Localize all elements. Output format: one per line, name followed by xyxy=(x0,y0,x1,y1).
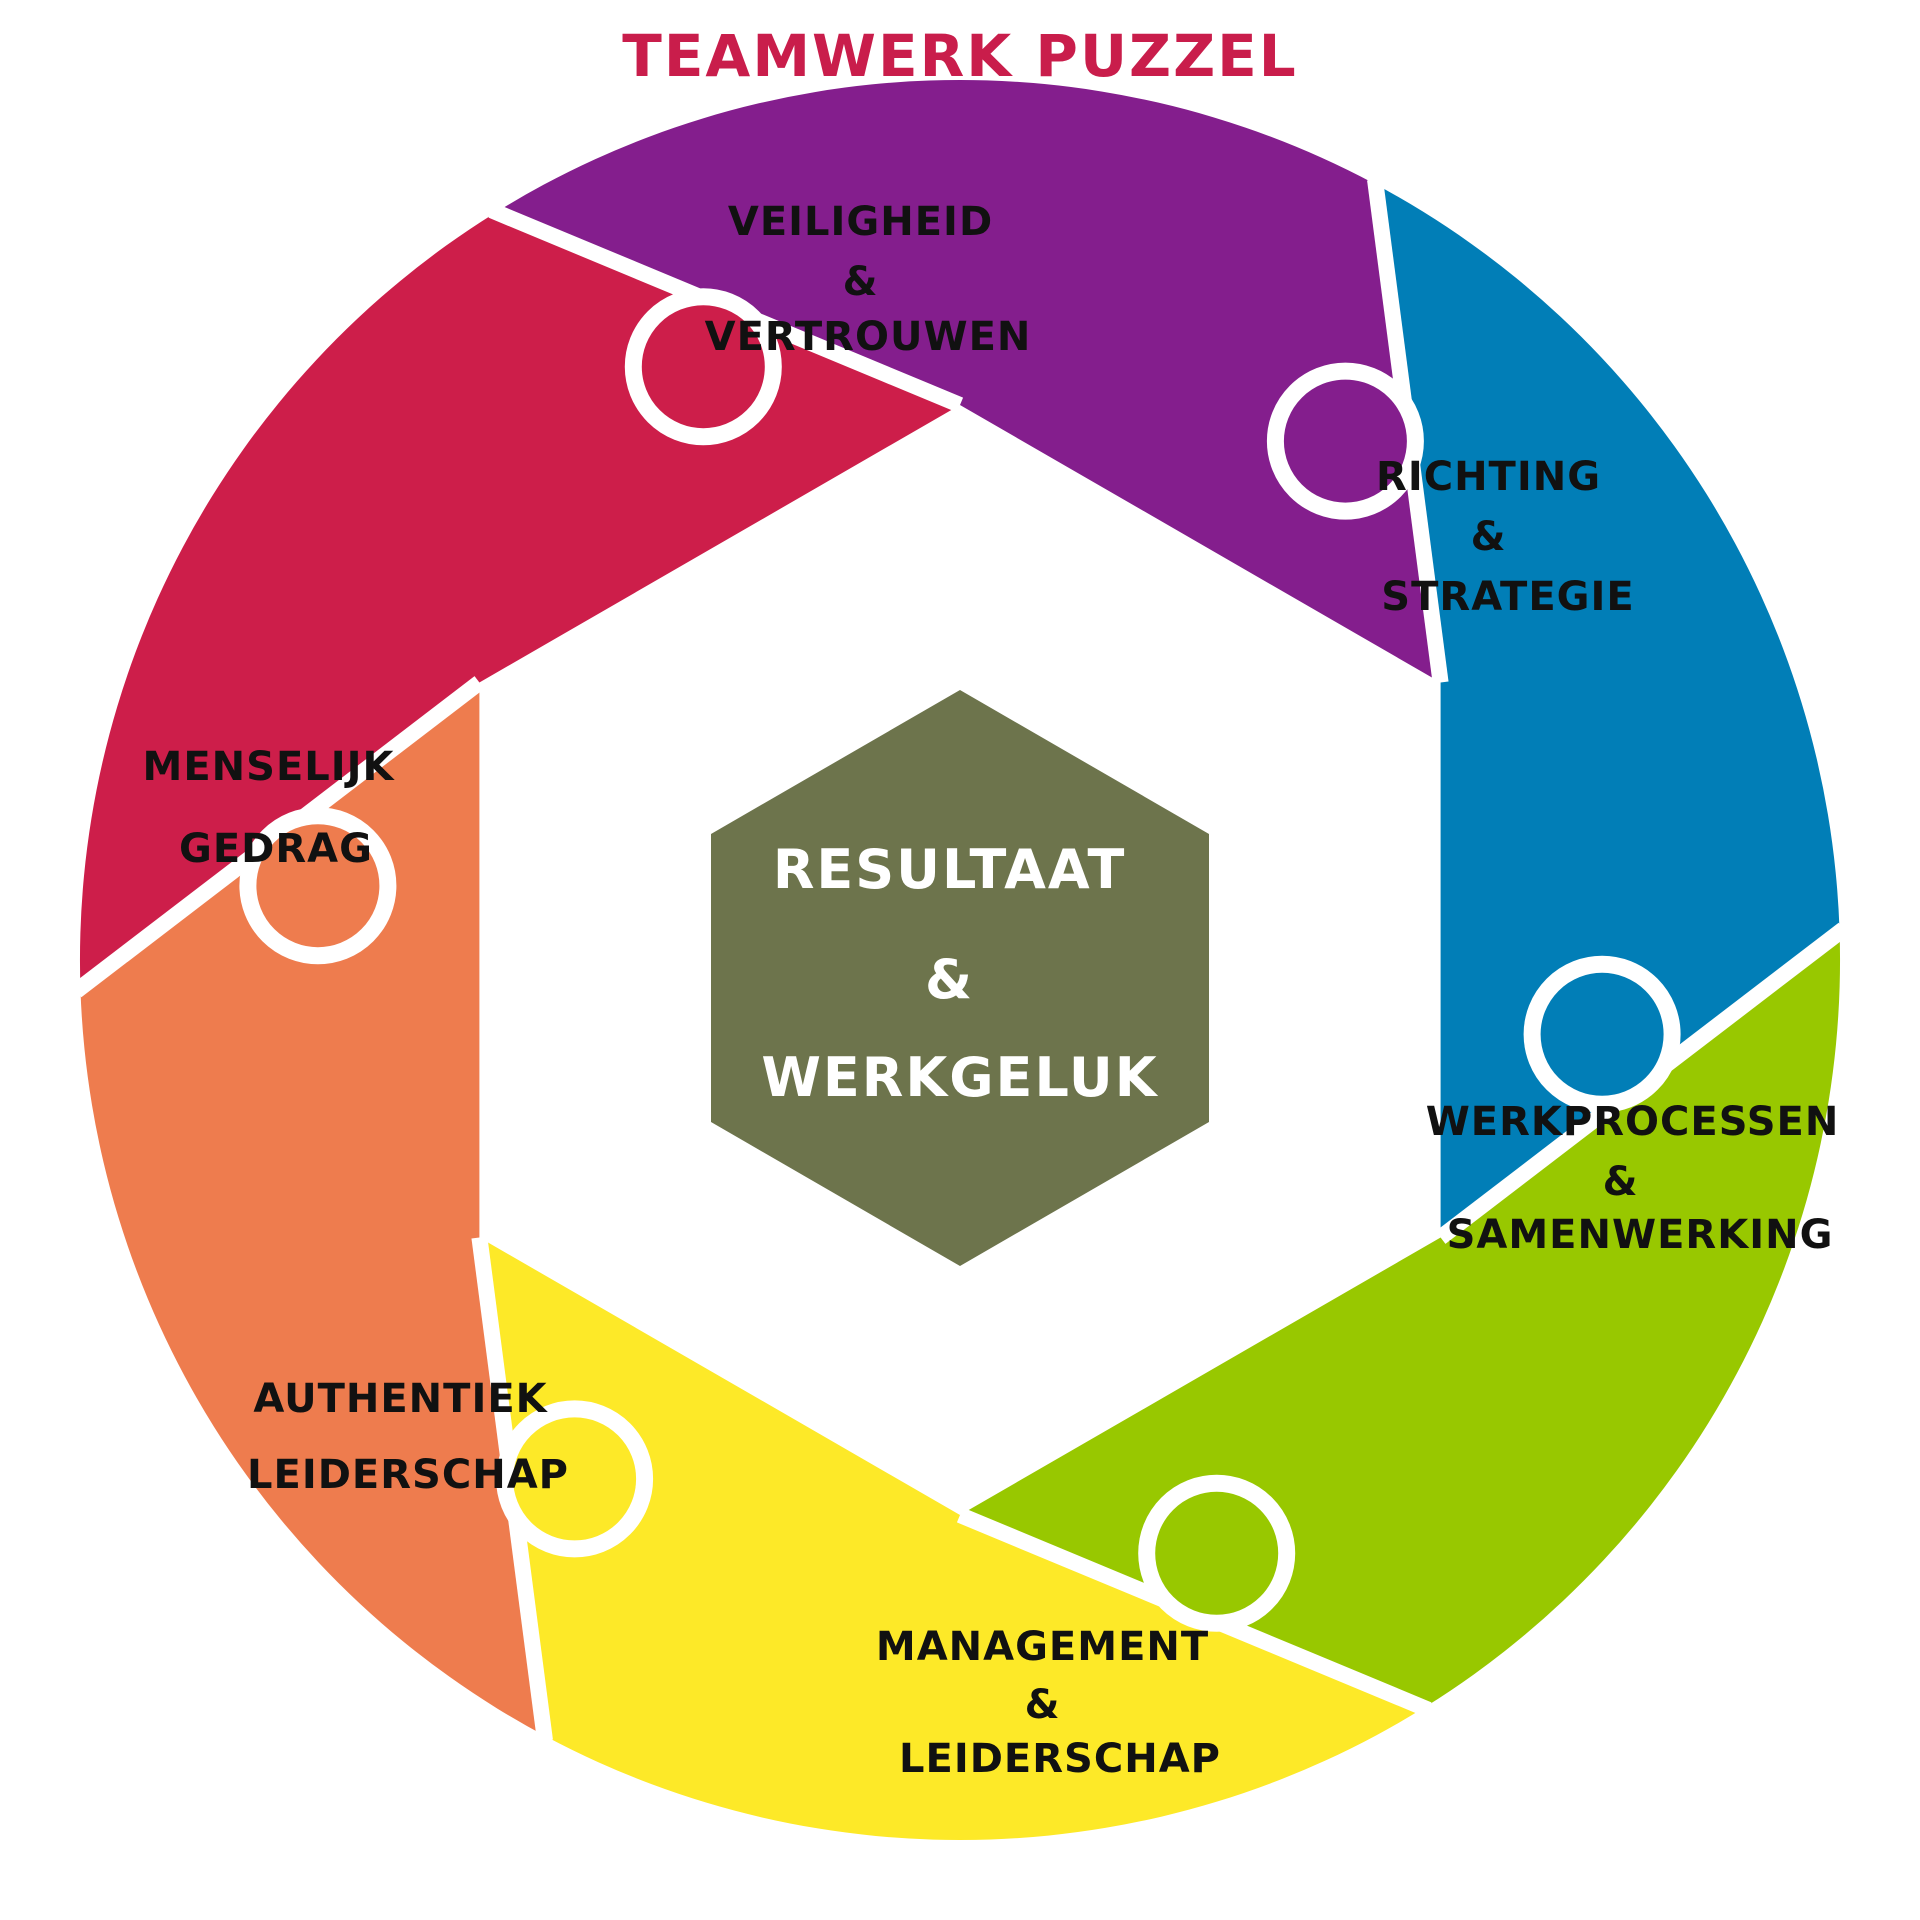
label-richting-line-2: & xyxy=(1471,514,1507,560)
label-menselijk-line-1: MENSELIJK xyxy=(143,744,396,790)
label-veiligheid-line-3: VERTROUWEN xyxy=(705,314,1032,360)
label-authentiek-line-2: LEIDERSCHAP xyxy=(247,1452,569,1498)
label-veiligheid: VEILIGHEID & VERTROUWEN xyxy=(705,199,1032,360)
puzzle-tab-management xyxy=(1138,1474,1296,1632)
label-management: MANAGEMENT & LEIDERSCHAP xyxy=(876,1624,1224,1782)
center-hexagon xyxy=(711,690,1209,1266)
label-authentiek: AUTHENTIEK LEIDERSCHAP xyxy=(247,1376,569,1498)
label-menselijk-line-2: GEDRAG xyxy=(179,826,373,872)
puzzle-tab-werkprocessen xyxy=(1523,955,1681,1113)
label-werkprocessen-line-3: SAMENWERKING xyxy=(1447,1212,1834,1258)
label-richting-line-3: STRATEGIE xyxy=(1381,574,1634,620)
puzzle-piece-menselijk xyxy=(80,682,547,1737)
puzzle-tab-veiligheid xyxy=(624,288,782,446)
puzzle-piece-authentiek xyxy=(479,1237,1427,1840)
puzzle-piece-richting xyxy=(493,80,1441,683)
label-menselijk: MENSELIJK GEDRAG xyxy=(143,744,410,872)
label-richting-line-1: RICHTING xyxy=(1376,454,1601,500)
label-veiligheid-line-1: VEILIGHEID xyxy=(728,199,993,245)
diagram-title: TEAMWERK PUZZEL xyxy=(622,22,1297,90)
label-management-line-2: & xyxy=(1025,1682,1061,1728)
label-management-line-3: LEIDERSCHAP xyxy=(899,1736,1221,1782)
puzzle-tabs xyxy=(239,288,1681,1632)
label-werkprocessen-line-2: & xyxy=(1603,1159,1639,1205)
center-label-line-1: RESULTAAT xyxy=(773,838,1127,901)
label-authentiek-line-1: AUTHENTIEK xyxy=(253,1376,548,1422)
label-werkprocessen: WERKPROCESSEN & SAMENWERKING xyxy=(1426,1099,1855,1258)
label-veiligheid-line-2: & xyxy=(843,259,879,305)
puzzle-tab-menselijk xyxy=(239,807,397,965)
puzzle-piece-werkprocessen xyxy=(1373,183,1840,1238)
center-label-line-2: & xyxy=(925,948,974,1011)
puzzle-tab-authentiek xyxy=(496,1400,654,1558)
center-label-line-3: WERKGELUK xyxy=(761,1046,1158,1109)
puzzle-tab-richting xyxy=(1266,362,1424,520)
label-richting: RICHTING & STRATEGIE xyxy=(1376,454,1635,620)
label-werkprocessen-line-1: WERKPROCESSEN xyxy=(1426,1099,1840,1145)
label-management-line-1: MANAGEMENT xyxy=(876,1624,1209,1670)
center-label: RESULTAAT & WERKGELUK xyxy=(761,838,1158,1109)
